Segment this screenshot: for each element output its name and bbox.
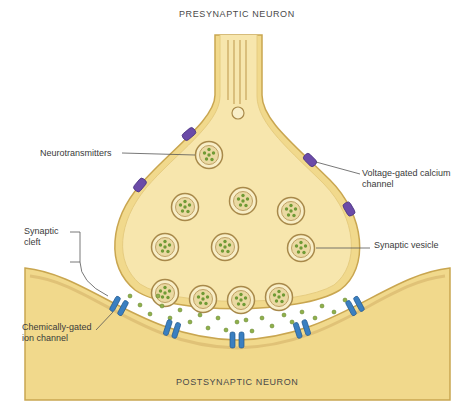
postsynaptic-membrane [25, 268, 450, 400]
part-label: Voltage-gated calcium channel [362, 168, 452, 190]
part-label: Chemically-gated ion channel [22, 322, 102, 344]
part-label: Synaptic vesicle [374, 240, 444, 251]
presynaptic-inner [123, 35, 352, 301]
neurotransmitter-dots [128, 294, 347, 333]
neuron-title: POSTSYNAPTIC NEURON [176, 377, 298, 388]
part-label: Synaptic cleft [24, 226, 72, 248]
small-vesicle [232, 107, 244, 119]
neuron-title: PRESYNAPTIC NEURON [179, 9, 295, 20]
synaptic-vesicles [152, 142, 315, 314]
calcium-channels [132, 126, 356, 217]
presynaptic-terminal [115, 35, 360, 309]
part-label: Neurotransmitters [40, 148, 124, 159]
microtubules [228, 40, 246, 104]
postsynaptic-inner [30, 276, 445, 348]
ion-channels [109, 296, 365, 348]
leader-lines [70, 153, 370, 330]
